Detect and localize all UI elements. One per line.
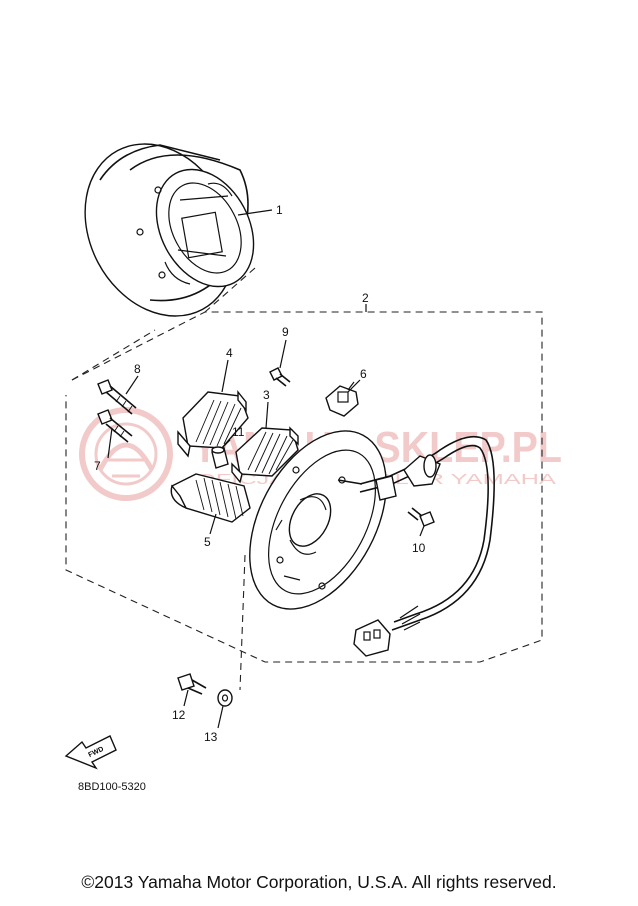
callout-3: 3 — [263, 388, 270, 402]
callout-9: 9 — [282, 325, 289, 339]
rotor-guide-line — [71, 267, 256, 381]
flywheel-rotor-icon — [84, 143, 255, 317]
callout-1: 1 — [276, 203, 283, 217]
coil-icon — [177, 390, 249, 458]
callout-11: 11 — [232, 425, 245, 439]
clamp-icon — [325, 381, 359, 417]
callout-2: 2 — [362, 291, 369, 305]
callout-4: 4 — [226, 346, 233, 360]
lower-guide-line — [239, 554, 246, 691]
screw-icon — [407, 507, 435, 527]
callout-13: 13 — [204, 730, 218, 744]
coil-icon — [231, 426, 299, 484]
connector-icon — [353, 619, 391, 657]
stator-plate-icon — [249, 430, 387, 610]
bolt-icon — [97, 379, 137, 415]
callout-5: 5 — [204, 535, 211, 549]
collar-icon — [211, 446, 229, 469]
fwd-arrow-icon: FWD — [64, 735, 117, 770]
wire-harness — [359, 435, 495, 631]
diagram-code: 8BD100-5320 — [78, 781, 146, 793]
copyright-notice: ©2013 Yamaha Motor Corporation, U.S.A. A… — [81, 872, 557, 892]
callout-7: 7 — [94, 459, 101, 473]
callout-10: 10 — [412, 541, 426, 555]
watermark-logo-icon — [79, 407, 173, 501]
bolt-icon — [177, 673, 207, 695]
callout-12: 12 — [172, 708, 186, 722]
bolt-icon — [97, 409, 133, 443]
callout-6: 6 — [360, 367, 367, 381]
screw-icon — [269, 367, 291, 387]
coil-icon — [170, 473, 251, 523]
callout-8: 8 — [134, 362, 141, 376]
washer-icon — [217, 689, 233, 707]
assembly-outline — [65, 311, 543, 663]
